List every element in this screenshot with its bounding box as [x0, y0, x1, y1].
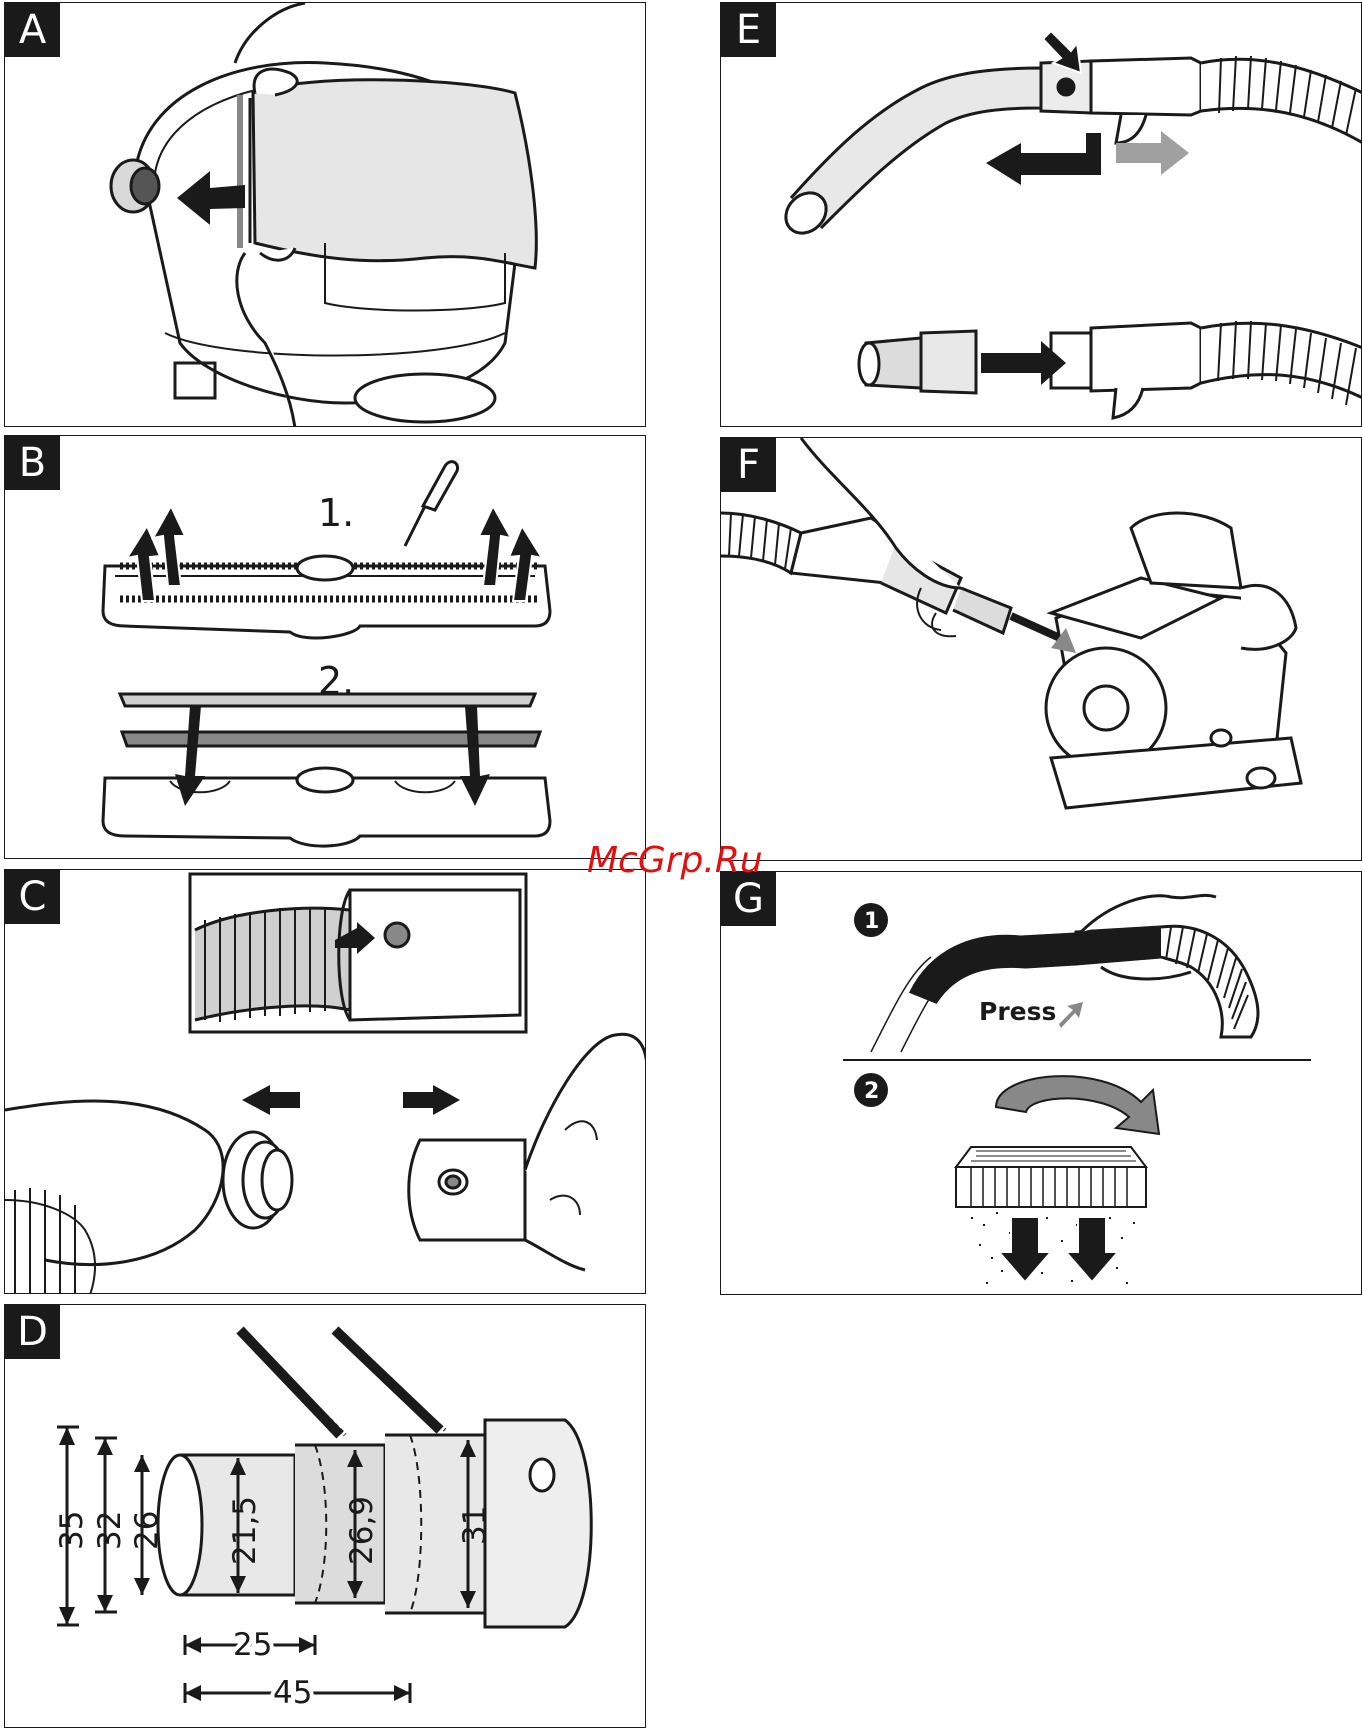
dim-26-label: 26 — [129, 1511, 165, 1550]
press-label: Press — [979, 997, 1056, 1026]
panel-f: F — [720, 437, 1362, 861]
panel-letter: A — [5, 3, 60, 57]
panel-letter: E — [721, 3, 776, 57]
panel-e: E — [720, 2, 1362, 427]
panel-letter: C — [5, 870, 60, 924]
bullet-2-label: 2 — [864, 1079, 879, 1104]
dim-35-label: 35 — [54, 1511, 90, 1550]
dust-particles — [971, 1212, 1135, 1284]
panel-a: A — [4, 2, 646, 427]
panel-letter: D — [5, 1305, 60, 1359]
step-1-label: 1. — [318, 491, 354, 535]
filter-cleaning-illustration: 1 2 Press — [721, 872, 1362, 1295]
suction-tube-release-illustration — [721, 3, 1362, 427]
dim-26-9-label: 26,9 — [344, 1496, 380, 1565]
bullet-1-label: 1 — [864, 909, 879, 934]
dim-32-label: 32 — [92, 1511, 128, 1550]
adapter-cutting-dimensions-illustration: 35 32 26 21,5 26,9 31 25 45 — [5, 1305, 646, 1728]
panel-b: B 1. 2. — [4, 435, 646, 859]
dim-25-label: 25 — [233, 1627, 272, 1663]
panel-c: C — [4, 869, 646, 1294]
vacuum-bag-removal-illustration — [5, 3, 646, 427]
panel-letter: B — [5, 436, 60, 490]
panel-g: G 1 2 Press — [720, 871, 1362, 1295]
brush-strip-replacement-illustration: 1. 2. — [5, 436, 646, 859]
power-tool-connection-illustration — [721, 438, 1362, 861]
watermark: McGrp.Ru — [587, 840, 763, 881]
panel-letter: F — [721, 438, 776, 492]
dim-31-label: 31 — [457, 1506, 493, 1545]
dim-45-label: 45 — [273, 1675, 312, 1711]
panel-d: D — [4, 1304, 646, 1728]
dim-21-5-label: 21,5 — [227, 1496, 263, 1565]
hose-adapter-connection-illustration — [5, 870, 646, 1294]
